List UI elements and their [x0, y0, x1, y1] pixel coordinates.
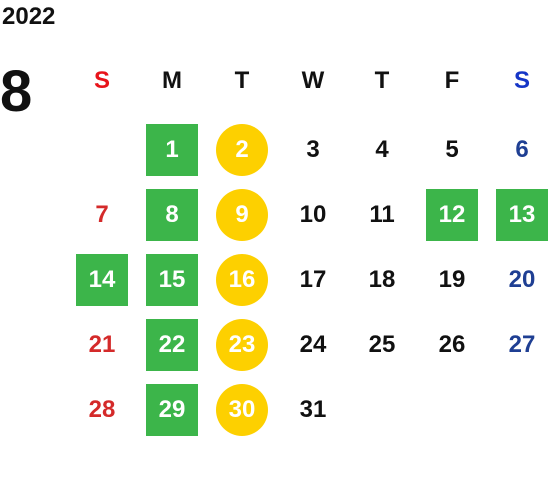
- day-cell-8[interactable]: 8: [146, 189, 198, 241]
- weekday-label: S: [93, 67, 110, 94]
- day-cell-16[interactable]: 16: [216, 254, 268, 306]
- day-cell-5[interactable]: 5: [445, 136, 459, 163]
- weekday-label: M: [162, 67, 182, 94]
- day-cell-22[interactable]: 22: [146, 319, 198, 371]
- weekday-label: T: [234, 67, 250, 94]
- day-cell-4[interactable]: 4: [375, 136, 389, 163]
- day-cell-11[interactable]: 11: [369, 201, 395, 228]
- day-cell-9[interactable]: 9: [216, 189, 268, 241]
- day-cell-31[interactable]: 31: [299, 396, 327, 423]
- day-cell-12[interactable]: 12: [426, 189, 478, 241]
- day-cell-1[interactable]: 1: [146, 124, 198, 176]
- weekday-label: F: [444, 67, 460, 94]
- day-cell-26[interactable]: 26: [438, 331, 466, 358]
- day-cell-21[interactable]: 21: [88, 331, 116, 358]
- day-cell-30[interactable]: 30: [216, 384, 268, 436]
- day-cell-15[interactable]: 15: [146, 254, 198, 306]
- calendar-month: 8: [0, 59, 33, 124]
- weekday-label: W: [301, 67, 325, 94]
- day-cell-10[interactable]: 10: [299, 201, 327, 228]
- day-cell-27[interactable]: 27: [508, 331, 536, 358]
- day-cell-19[interactable]: 19: [438, 266, 466, 293]
- day-cell-18[interactable]: 18: [368, 266, 396, 293]
- day-cell-29[interactable]: 29: [146, 384, 198, 436]
- calendar-year: 2022: [2, 3, 56, 30]
- day-cell-20[interactable]: 20: [508, 266, 536, 293]
- day-cell-25[interactable]: 25: [368, 331, 396, 358]
- weekday-label: S: [513, 67, 530, 94]
- day-cell-6[interactable]: 6: [515, 136, 529, 163]
- day-cell-17[interactable]: 17: [299, 266, 327, 293]
- day-cell-2[interactable]: 2: [216, 124, 268, 176]
- day-cell-3[interactable]: 3: [306, 136, 320, 163]
- day-cell-23[interactable]: 23: [216, 319, 268, 371]
- day-cell-24[interactable]: 24: [299, 331, 327, 358]
- weekday-label: T: [374, 67, 390, 94]
- day-cell-14[interactable]: 14: [76, 254, 128, 306]
- day-cell-28[interactable]: 28: [88, 396, 116, 423]
- day-cell-13[interactable]: 13: [496, 189, 548, 241]
- day-cell-7[interactable]: 7: [95, 201, 109, 228]
